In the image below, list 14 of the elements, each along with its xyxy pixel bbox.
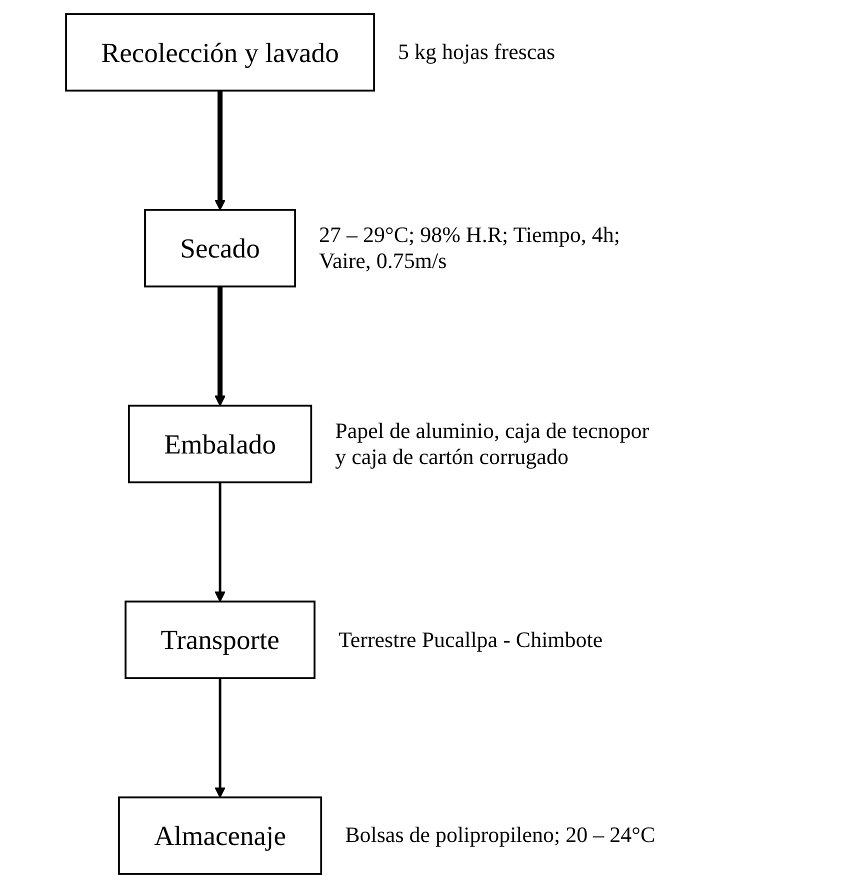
annotation-text: Bolsas de polipropileno; 20 – 24°C xyxy=(345,822,656,849)
arrow xyxy=(214,678,226,798)
annotation-text: 27 – 29°C; 98% H.R; Tiempo, 4h; Vaire, 0.75m/s xyxy=(319,222,621,275)
arrow xyxy=(214,286,226,406)
node-box: Embalado xyxy=(128,404,312,484)
node-box: Transporte xyxy=(124,600,316,680)
arrow xyxy=(214,482,226,602)
node-box: Almacenaje xyxy=(118,796,322,875)
node-box: Recolección y lavado xyxy=(65,13,375,92)
annotation-text: Terrestre Pucallpa - Chimbote xyxy=(338,626,604,654)
annotation-text: Papel de aluminio, caja de tecnopor y caja de cartón corrugado xyxy=(335,418,650,470)
annotation-text: 5 kg hojas frescas xyxy=(398,39,556,66)
node-box: Secado xyxy=(144,208,296,288)
arrow xyxy=(214,90,226,210)
